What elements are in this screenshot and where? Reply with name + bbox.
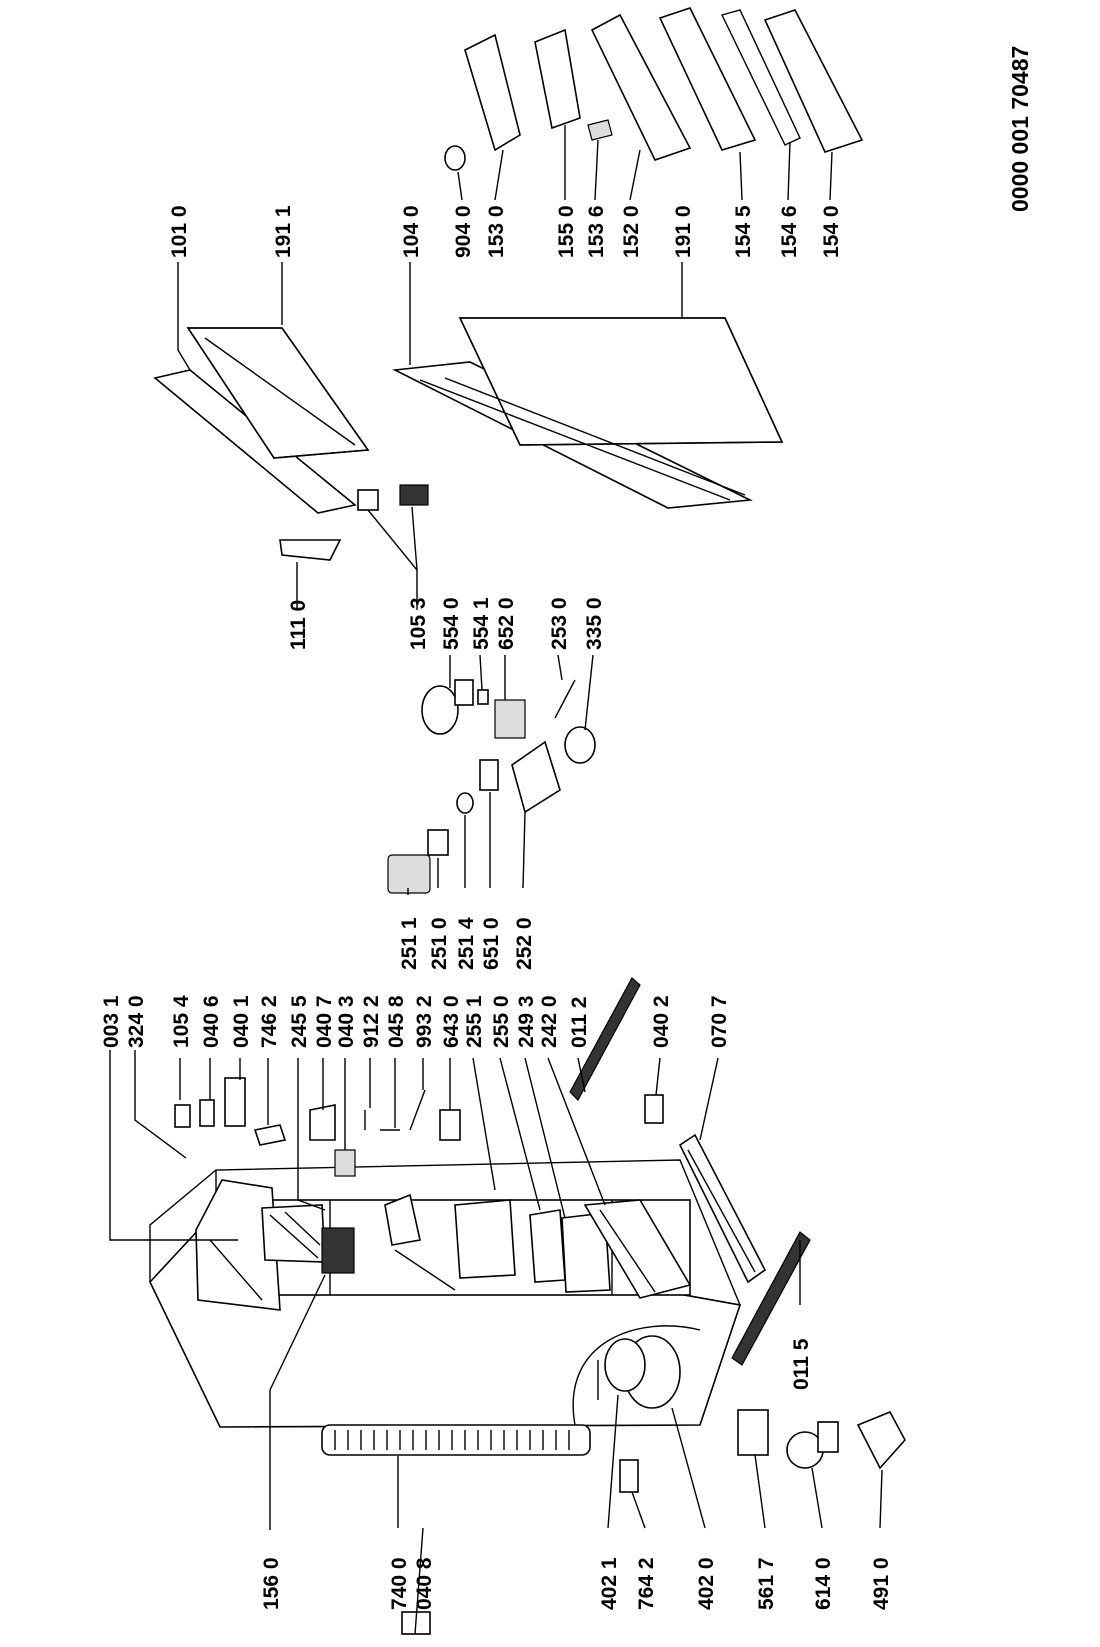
callout-040-6: 040 6 <box>200 995 223 1048</box>
door-hinge-parts <box>279 484 429 561</box>
callout-105-4: 105 4 <box>170 995 193 1048</box>
callout-152-0: 152 0 <box>620 205 643 258</box>
callout-040-7: 040 7 <box>313 995 336 1048</box>
side-rail-upper <box>569 977 641 1101</box>
callout-335-0: 335 0 <box>583 597 606 650</box>
callout-111-0: 111 0 <box>287 600 310 650</box>
callout-105-3: 105 3 <box>407 597 430 650</box>
drawing-code: 0000 001 70487 <box>1007 46 1033 212</box>
callout-904-0: 904 0 <box>452 205 475 258</box>
callout-253-0: 253 0 <box>548 597 571 650</box>
freezer-door-gasket <box>186 327 370 459</box>
callout-191-1: 191 1 <box>272 205 295 258</box>
callout-156-0: 156 0 <box>260 1557 283 1610</box>
hinge-parts <box>174 1077 664 1635</box>
callout-153-6: 153 6 <box>585 205 608 258</box>
callout-252-0: 252 0 <box>513 917 536 970</box>
fridge-door <box>392 317 784 509</box>
callout-912-2: 912 2 <box>360 995 383 1048</box>
callout-155-0: 155 0 <box>555 205 578 258</box>
callout-070-7: 070 7 <box>708 995 731 1048</box>
callout-011-5: 011 5 <box>790 1338 813 1390</box>
drain-tray-rail <box>678 1133 767 1284</box>
lamp-housing <box>384 1193 456 1291</box>
compressor-area <box>572 1325 701 1426</box>
glass-shelves <box>454 1199 611 1293</box>
callout-104-0: 104 0 <box>400 205 423 258</box>
callout-764-2: 764 2 <box>635 1557 658 1610</box>
callout-993-2: 993 2 <box>413 995 436 1048</box>
callout-251-1: 251 1 <box>398 917 421 970</box>
crisper-drawer <box>583 1199 692 1299</box>
callout-740-0: 740 0 <box>388 1557 411 1610</box>
callout-652-0: 652 0 <box>495 597 518 650</box>
callout-402-0: 402 0 <box>695 1557 718 1610</box>
callout-labels: 003 1 324 0 105 4 040 6 040 1 746 2 245 … <box>100 205 893 1610</box>
callout-153-0: 153 0 <box>485 205 508 258</box>
callout-154-5: 154 5 <box>732 205 755 258</box>
callout-040-1: 040 1 <box>230 995 253 1048</box>
callout-249-3: 249 3 <box>515 995 538 1048</box>
callout-251-4: 251 4 <box>455 917 478 970</box>
callout-101-0: 101 0 <box>168 205 191 258</box>
callout-554-1: 554 1 <box>470 597 493 650</box>
callout-003-1: 003 1 <box>100 995 123 1048</box>
thermostat-cluster <box>387 679 596 894</box>
callout-191-0: 191 0 <box>672 205 695 258</box>
callout-245-5: 245 5 <box>288 995 311 1048</box>
leader-lines <box>109 125 883 1635</box>
callout-554-0: 554 0 <box>440 597 463 650</box>
callout-255-1: 255 1 <box>463 995 486 1048</box>
callout-045-8: 045 8 <box>385 995 408 1048</box>
callout-324-0: 324 0 <box>125 995 148 1048</box>
callout-255-0: 255 0 <box>490 995 513 1048</box>
callout-011-2: 011 2 <box>568 997 591 1048</box>
callout-154-0: 154 0 <box>820 205 843 258</box>
freezer-door <box>153 327 370 514</box>
callout-491-0: 491 0 <box>870 1557 893 1610</box>
condenser <box>321 1424 591 1456</box>
door-bins <box>444 7 864 171</box>
fridge-door-gasket <box>458 317 784 446</box>
side-rail-lower <box>731 1231 811 1366</box>
callout-402-1: 402 1 <box>598 1557 621 1610</box>
callout-040-2: 040 2 <box>650 995 673 1048</box>
callout-746-2: 746 2 <box>258 995 281 1048</box>
callout-614-0: 614 0 <box>812 1557 835 1610</box>
callout-154-6: 154 6 <box>778 205 801 258</box>
callout-561-7: 561 7 <box>755 1557 778 1610</box>
evaporator-plate <box>321 1227 355 1274</box>
callout-251-0: 251 0 <box>428 917 451 970</box>
freezer-shelf <box>261 1204 326 1263</box>
small-lower-parts <box>619 1409 906 1493</box>
callout-040-8: 040 8 <box>413 1557 436 1610</box>
callout-040-3: 040 3 <box>335 995 358 1048</box>
callout-643-0: 643 0 <box>440 995 463 1048</box>
callout-242-0: 242 0 <box>538 995 561 1048</box>
callout-651-0: 651 0 <box>480 917 503 970</box>
